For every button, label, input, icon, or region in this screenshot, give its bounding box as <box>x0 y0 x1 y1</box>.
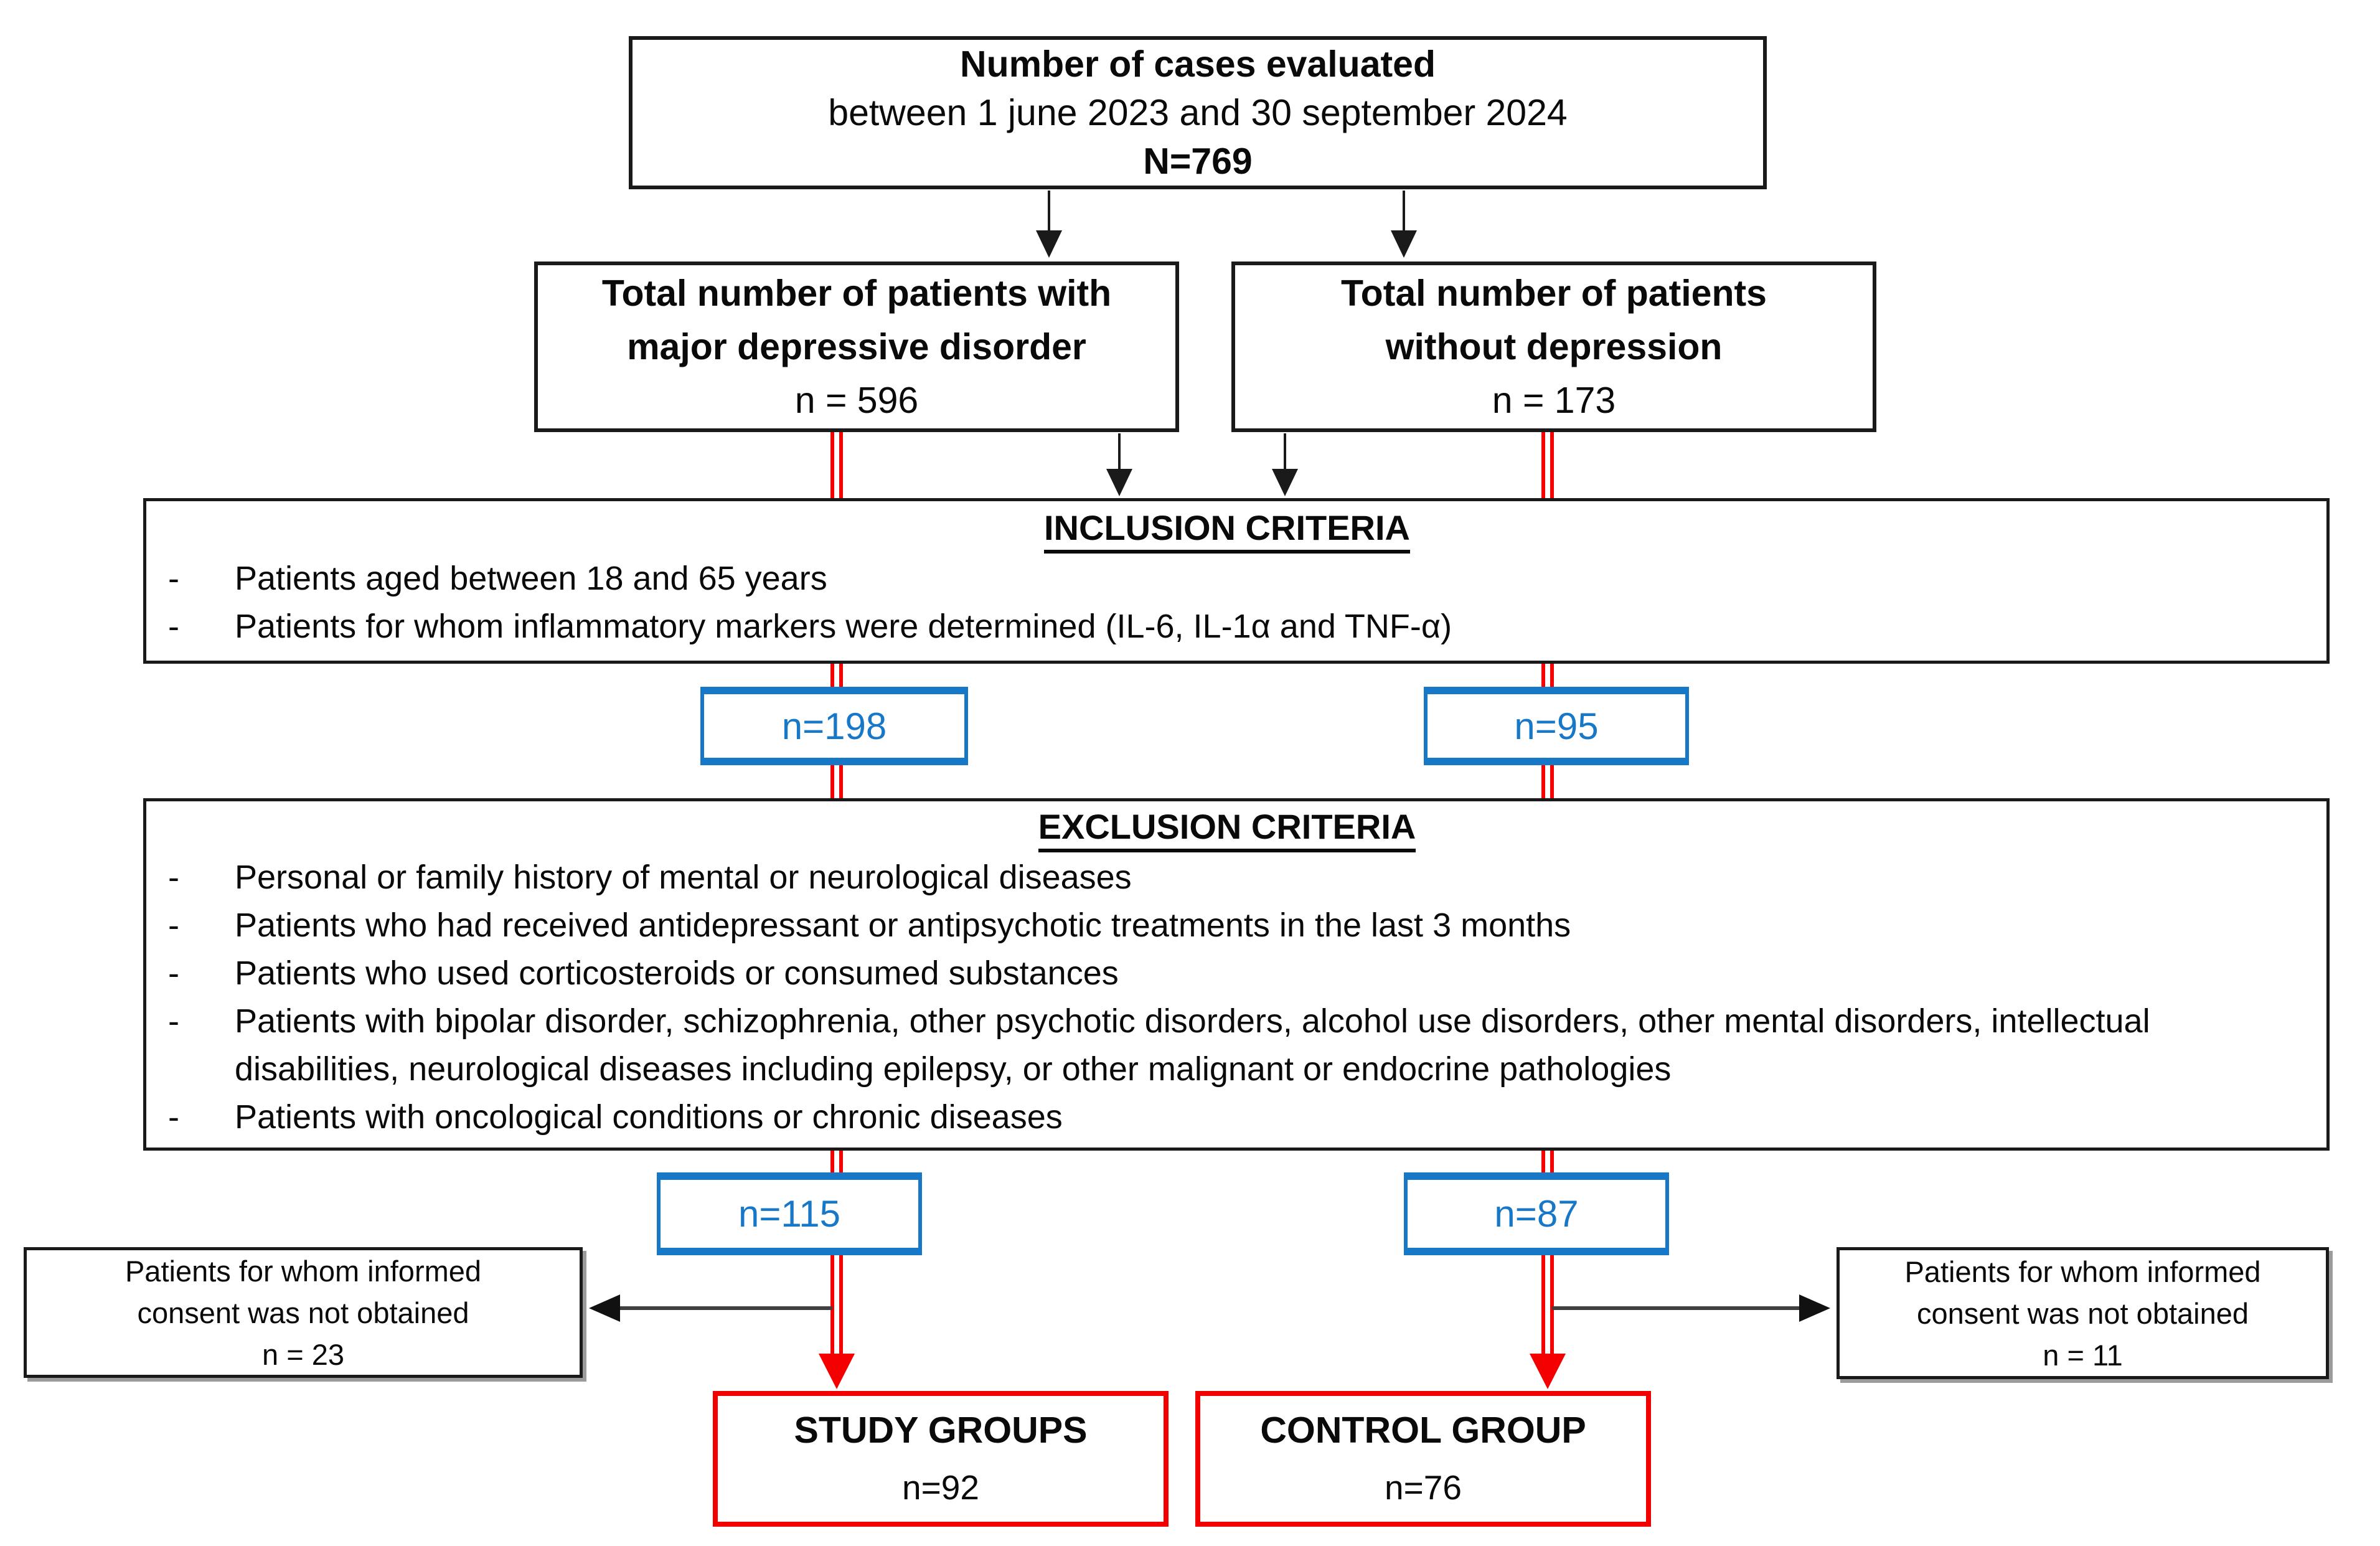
criteria-item: - Patients for whom inflammatory markers … <box>146 603 2308 651</box>
criteria-item: - Patients with bipolar disorder, schizop… <box>146 997 2308 1093</box>
n115-value: n=115 <box>738 1193 841 1235</box>
bullet-dash: - <box>168 859 179 896</box>
n95-value: n=95 <box>1514 705 1599 747</box>
criteria-text: Personal or family history of mental or … <box>235 859 1132 896</box>
arrow-no-depression-to-inclusion <box>1272 433 1298 496</box>
arrow-top-to-mdd-box <box>1036 191 1062 258</box>
consent-left-line1: Patients for whom informed <box>125 1254 482 1288</box>
criteria-text: Patients aged between 18 and 65 years <box>235 560 827 597</box>
exclusion-criteria-title: EXCLUSION CRITERIA <box>146 806 2308 852</box>
consent-right-n: n = 11 <box>2043 1338 2123 1372</box>
criteria-item: - Patients with oncological conditions or… <box>146 1093 2308 1141</box>
mdd-patients-box: Total number of patients with major depr… <box>534 262 1179 432</box>
exclusion-criteria-list: - Personal or family history of mental or… <box>146 854 2308 1141</box>
bullet-dash: - <box>168 560 179 597</box>
criteria-text: Patients who used corticosteroids or con… <box>235 954 1119 992</box>
criteria-text: Patients for whom inflammatory markers w… <box>235 608 1452 645</box>
arrow-to-consent-right-box <box>1552 1294 1830 1322</box>
mdd-n: n = 596 <box>794 380 919 421</box>
study-groups-box: STUDY GROUPS n=92 <box>713 1391 1169 1527</box>
bullet-dash: - <box>168 608 179 645</box>
n87-value: n=87 <box>1494 1193 1579 1235</box>
control-group-title: CONTROL GROUP <box>1260 1410 1586 1451</box>
cases-evaluated-title: Number of cases evaluated <box>959 44 1436 85</box>
no-depression-line1: Total number of patients <box>1341 273 1767 314</box>
bullet-dash: - <box>168 907 179 944</box>
criteria-text: Patients with bipolar disorder, schizoph… <box>235 1002 2150 1088</box>
mdd-line2: major depressive disorder <box>627 326 1086 367</box>
inclusion-criteria-box: INCLUSION CRITERIA - Patients aged betwee… <box>143 498 2330 664</box>
consent-not-obtained-right-box: Patients for whom informed consent was n… <box>1837 1247 2329 1379</box>
mdd-line1: Total number of patients with <box>601 273 1112 314</box>
criteria-item: - Patients who used corticosteroids or co… <box>146 950 2308 997</box>
inclusion-criteria-title: INCLUSION CRITERIA <box>146 507 2308 554</box>
n198-box: n=198 <box>700 687 968 765</box>
consent-left-line2: consent was not obtained <box>137 1296 469 1329</box>
arrow-top-to-no-depression-box <box>1391 191 1417 258</box>
arrow-mdd-to-inclusion <box>1106 433 1132 496</box>
bullet-dash: - <box>168 954 179 992</box>
criteria-item: - Patients who had received antidepressan… <box>146 902 2308 950</box>
consent-not-obtained-left-box: Patients for whom informed consent was n… <box>24 1247 583 1378</box>
no-depression-line2: without depression <box>1385 326 1723 367</box>
n198-value: n=198 <box>781 705 887 747</box>
inclusion-criteria-list: - Patients aged between 18 and 65 years - P… <box>146 555 2308 651</box>
n87-box: n=87 <box>1404 1172 1669 1255</box>
control-group-box: CONTROL GROUP n=76 <box>1195 1391 1651 1527</box>
n115-box: n=115 <box>657 1172 922 1255</box>
study-groups-n: n=92 <box>902 1468 979 1507</box>
bullet-dash: - <box>168 1098 179 1136</box>
study-groups-title: STUDY GROUPS <box>794 1410 1088 1451</box>
consent-right-line2: consent was not obtained <box>1916 1296 2249 1330</box>
consent-left-n: n = 23 <box>262 1337 344 1371</box>
cases-evaluated-box: Number of cases evaluated between 1 june… <box>629 36 1767 189</box>
criteria-text: Patients who had received antidepressant… <box>235 907 1571 944</box>
criteria-item: - Personal or family history of mental or… <box>146 854 2308 902</box>
consent-right-line1: Patients for whom informed <box>1904 1255 2261 1288</box>
criteria-item: - Patients aged between 18 and 65 years <box>146 555 2308 603</box>
bullet-dash: - <box>168 1002 179 1040</box>
no-depression-patients-box: Total number of patients without depress… <box>1231 262 1876 432</box>
cases-evaluated-period: between 1 june 2023 and 30 september 202… <box>828 92 1568 133</box>
exclusion-criteria-box: EXCLUSION CRITERIA - Personal or family h… <box>143 798 2330 1151</box>
arrow-to-consent-left-box <box>589 1294 832 1322</box>
no-depression-n: n = 173 <box>1492 380 1616 421</box>
criteria-text: Patients with oncological conditions or … <box>235 1098 1063 1136</box>
control-group-n: n=76 <box>1385 1468 1462 1507</box>
cases-evaluated-n: N=769 <box>1143 141 1253 182</box>
n95-box: n=95 <box>1424 687 1689 765</box>
